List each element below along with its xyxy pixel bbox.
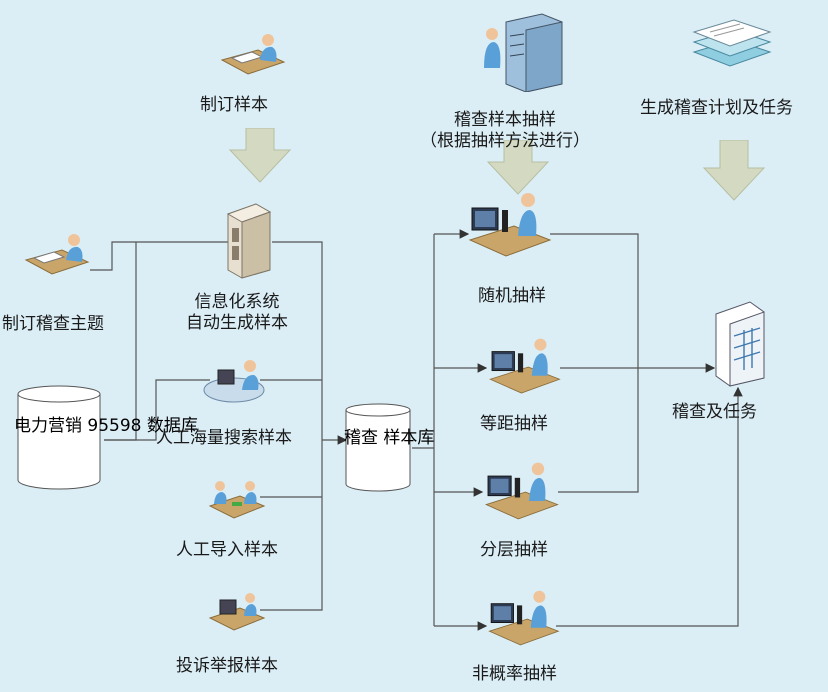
person-search-icon [203, 360, 265, 403]
stratified-sampling-label: 分层抽样 [480, 540, 548, 560]
complaint-label: 投诉举报样本 [176, 656, 278, 676]
microscope-person-icon [484, 462, 559, 520]
person-at-desk-icon [220, 34, 286, 75]
database-label: 电力营销 95598 数据库 [14, 416, 198, 437]
random-sampling-label: 随机抽样 [478, 286, 546, 306]
manual-search-label: 人工海量搜索样本 [156, 428, 292, 448]
info-system-line1: 信息化系统 [194, 292, 280, 312]
person-import-icon [208, 481, 266, 519]
sampling-title-line1: 稽查样本抽样 [454, 110, 556, 130]
database-icon [17, 385, 101, 490]
document-stack-icon [692, 19, 772, 67]
person-at-desk-icon [24, 234, 90, 275]
equal-interval-sampling-label: 等距抽样 [480, 414, 548, 434]
info-system-line2: 自动生成样本 [186, 313, 288, 333]
info-system-label: 信息化系统 自动生成样本 [186, 292, 288, 334]
down-arrow-make-sample [228, 128, 292, 183]
sample-library-line2: 样本库 [383, 428, 435, 448]
nonprobability-sampling-label: 非概率抽样 [472, 664, 557, 684]
make-sample-label: 制订样本 [200, 95, 268, 115]
audit-task-label: 稽查及任务 [672, 402, 757, 422]
microscope-person-icon [468, 193, 552, 257]
sample-library-label: 稽查 样本库 [344, 428, 434, 449]
sample-library-icon [345, 403, 411, 492]
person-complaint-icon [208, 593, 266, 631]
sampling-title-line2: （根据抽样方法进行） [420, 131, 590, 151]
database-line2: 95598 [87, 416, 142, 436]
down-arrow-sampling [486, 140, 550, 195]
server-rack-icon [484, 13, 563, 92]
database-line3: 数据库 [146, 416, 198, 436]
sample-library-line1: 稽查 [344, 428, 378, 448]
database-line1: 电力营销 [14, 416, 82, 436]
manual-import-label: 人工导入样本 [176, 540, 278, 560]
microscope-person-icon [489, 338, 561, 394]
microscope-person-icon [488, 590, 560, 646]
server-icon [226, 203, 272, 279]
make-topic-label: 制订稽查主题 [2, 314, 104, 334]
plan-title: 生成稽查计划及任务 [640, 98, 793, 118]
task-sheet-icon [715, 301, 765, 387]
down-arrow-plan [702, 140, 766, 201]
sampling-title: 稽查样本抽样 （根据抽样方法进行） [420, 110, 590, 152]
